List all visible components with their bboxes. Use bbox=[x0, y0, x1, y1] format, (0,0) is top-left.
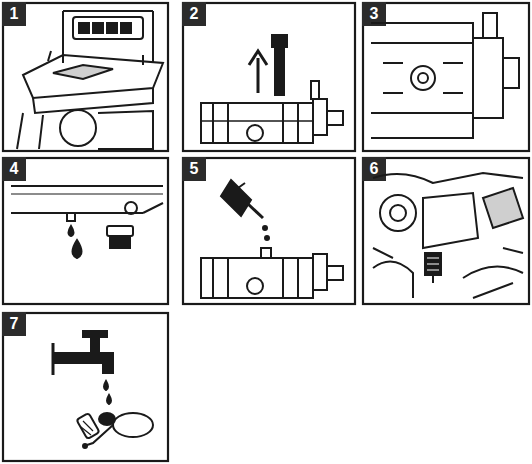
oil-fill-figure bbox=[201, 180, 343, 298]
callout-number: 2 bbox=[182, 2, 206, 26]
callout-number: 6 bbox=[362, 157, 386, 181]
oil-drain-figure bbox=[11, 186, 163, 258]
faucet-rinse-figure bbox=[53, 331, 153, 448]
callout-number: 3 bbox=[362, 2, 386, 26]
number-tabs bbox=[2, 2, 386, 336]
panel-frames bbox=[3, 3, 529, 461]
callout-number: 4 bbox=[2, 157, 26, 181]
washer-top-figure bbox=[17, 11, 163, 149]
callout-number: 7 bbox=[2, 312, 26, 336]
pump-plug-figure bbox=[201, 35, 343, 143]
pump-side-figure bbox=[371, 13, 519, 138]
callout-number: 5 bbox=[182, 157, 206, 181]
engine-figure bbox=[373, 173, 523, 298]
callout-number: 1 bbox=[2, 2, 26, 26]
